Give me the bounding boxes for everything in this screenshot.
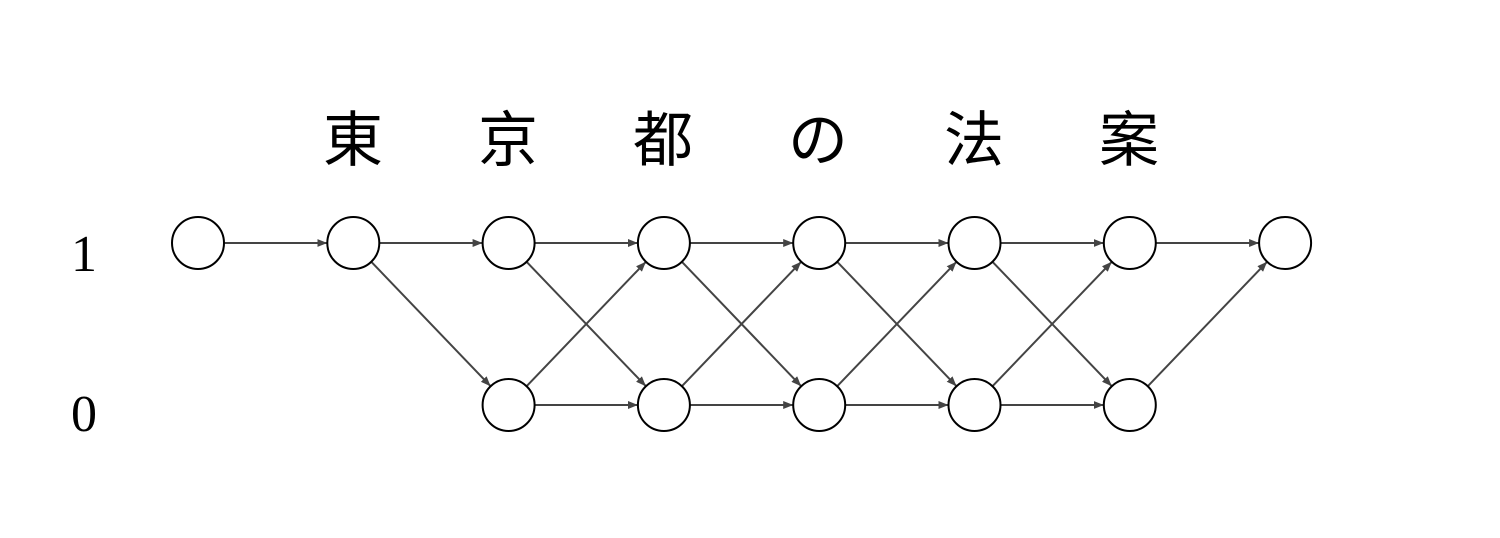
lattice-edges: [224, 239, 1268, 409]
lattice-edge: [1147, 261, 1268, 387]
lattice-node: [1102, 378, 1157, 432]
lattice-edge: [991, 261, 1113, 387]
lattice-node: [792, 216, 847, 270]
character-labels: 東 京 都 の 法 案: [323, 106, 1159, 176]
lattice-node: [326, 216, 381, 270]
lattice-node: [947, 378, 1002, 432]
character-label: 都: [633, 106, 693, 176]
lattice-edge: [681, 261, 802, 387]
row-label-bottom: 0: [71, 386, 97, 443]
lattice-node: [947, 216, 1002, 270]
lattice-edge: [836, 261, 958, 387]
character-label: 案: [1099, 106, 1159, 176]
lattice-node: [171, 216, 225, 270]
lattice-node: [636, 378, 691, 432]
lattice-edge: [370, 261, 492, 387]
lattice-edge: [525, 261, 647, 387]
lattice-node: [481, 378, 536, 432]
character-label: の: [788, 106, 848, 176]
lattice-nodes: [171, 216, 1313, 432]
lattice-node: [1102, 216, 1157, 270]
character-label: 東: [323, 106, 383, 176]
lattice-node: [636, 216, 691, 270]
lattice-node: [481, 216, 536, 270]
lattice-node: [1258, 216, 1313, 270]
row-label-top: 1: [71, 226, 97, 283]
character-label: 京: [478, 106, 538, 176]
character-label: 法: [944, 106, 1004, 176]
lattice-node: [792, 378, 847, 432]
